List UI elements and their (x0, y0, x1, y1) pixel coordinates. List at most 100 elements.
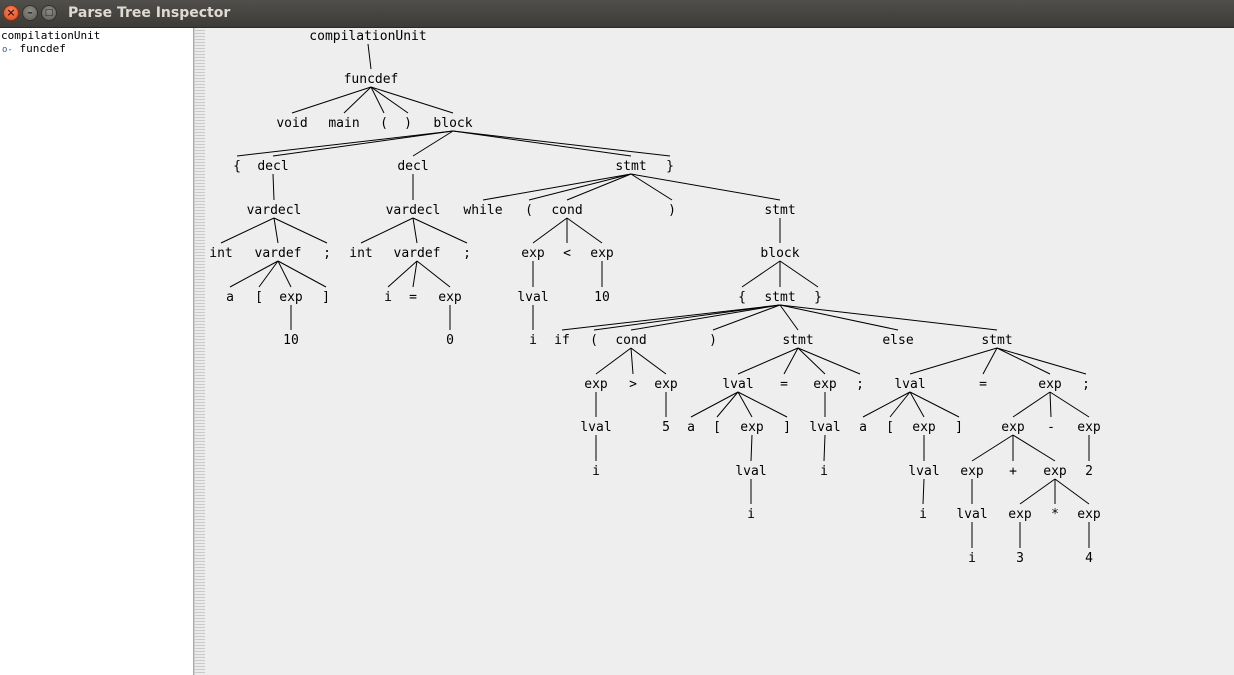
tree-edge (277, 260, 327, 288)
tree-node-label: [ (713, 420, 721, 435)
tree-edge (561, 304, 781, 331)
tree-edge (272, 173, 275, 201)
tree-node-label: compilationUnit (309, 29, 426, 44)
tree-edge (630, 347, 634, 375)
tree-node-label: stmt (764, 203, 795, 218)
tree-node-label: cond (551, 203, 582, 218)
tree-node-label: stmt (764, 290, 795, 305)
tree-edge (909, 391, 925, 418)
tree-edge (1054, 478, 1090, 505)
tree-edge (370, 86, 454, 114)
tree-edge (630, 173, 673, 201)
tree-node-label: cond (615, 333, 646, 348)
tree-edge (595, 347, 632, 375)
minimize-window-button[interactable]: – (22, 5, 38, 21)
tree-edge (630, 347, 667, 375)
maximize-window-button[interactable]: □ (41, 5, 57, 21)
tree-edge (273, 217, 328, 244)
tree-node-label: vardef (394, 246, 441, 261)
tree-node-label: ( (380, 116, 388, 131)
tree-edge (779, 304, 899, 331)
close-window-button[interactable]: × (3, 5, 19, 21)
tree-view-child-label: funcdef (19, 42, 66, 55)
tree-edge (343, 86, 372, 114)
tree-edge (277, 260, 292, 288)
tree-node-label: exp (438, 290, 462, 305)
tree-edge (823, 434, 826, 462)
tree-edge (291, 86, 372, 114)
tree-node-label: ] (783, 420, 791, 435)
tree-edge (272, 130, 454, 157)
tree-node-label: i (592, 464, 600, 479)
tree-node-label: i (747, 507, 755, 522)
close-icon: × (6, 6, 16, 19)
title-bar[interactable]: × – □ Parse Tree Inspector (0, 0, 1234, 28)
tree-edge (737, 391, 753, 418)
tree-node-label: exp (813, 377, 837, 392)
tree-node-label: i (820, 464, 828, 479)
tree-node-label: a (687, 420, 695, 435)
tree-node-label: exp (960, 464, 984, 479)
tree-edge (416, 260, 451, 288)
tree-edge (566, 173, 632, 201)
tree-edge (360, 217, 414, 244)
tree-node-label: 4 (1085, 551, 1093, 566)
tree-edge (889, 391, 911, 418)
tree-edge (220, 217, 275, 244)
tree-edge (367, 43, 372, 70)
tree-edge (737, 347, 799, 375)
tree-node-label: ( (590, 333, 598, 348)
tree-view-root-item[interactable]: compilationUnit (1, 29, 101, 42)
expand-toggle-icon[interactable]: o- (2, 45, 13, 55)
tree-edge (236, 130, 454, 157)
tree-edge (741, 260, 781, 288)
tree-edge (630, 173, 781, 201)
tree-edge (996, 347, 1087, 375)
tree-edge (712, 304, 781, 331)
tree-edge (452, 130, 632, 157)
tree-edge (630, 304, 781, 331)
tree-node-label: void (276, 116, 307, 131)
tree-node-label: ] (322, 290, 330, 305)
tree-node-label: exp (654, 377, 678, 392)
tree-node-label: i (968, 551, 976, 566)
tree-node-label: lval (517, 290, 548, 305)
tree-node-label: + (1009, 464, 1017, 479)
tree-node-label: [ (886, 420, 894, 435)
tree-node-label: exp (1008, 507, 1032, 522)
tree-edge (971, 434, 1014, 462)
tree-view-child-item[interactable]: o- funcdef (2, 42, 66, 55)
tree-edge (1049, 391, 1052, 418)
tree-node-label: < (563, 246, 571, 261)
tree-edge (532, 217, 568, 244)
tree-node-label: * (1051, 507, 1059, 522)
tree-edge (909, 391, 960, 418)
tree-node-label: ( (525, 203, 533, 218)
tree-node-label: funcdef (344, 72, 399, 87)
tree-node-label: lval (956, 507, 987, 522)
tree-edge (1049, 391, 1090, 418)
tree-view-panel[interactable]: compilationUnit o- funcdef (0, 28, 194, 675)
tree-node-label: lval (809, 420, 840, 435)
tree-node-label: if (554, 333, 570, 348)
tree-edge (370, 86, 385, 114)
tree-node-label: decl (397, 159, 428, 174)
tree-node-label: ; (463, 246, 471, 261)
tree-node-label: > (629, 377, 637, 392)
tree-node-label: 0 (446, 333, 454, 348)
tree-node-label: lval (894, 377, 925, 392)
tree-node-label: vardecl (386, 203, 441, 218)
tree-node-label: lval (722, 377, 753, 392)
tree-node-label: exp (1043, 464, 1067, 479)
tree-node-label: = (409, 290, 417, 305)
tree-node-label: i (919, 507, 927, 522)
tree-node-label: ) (668, 203, 676, 218)
tree-node-label: 2 (1085, 464, 1093, 479)
tree-node-label: exp (1077, 507, 1101, 522)
tree-edge (909, 347, 998, 375)
tree-node-label: else (882, 333, 913, 348)
tree-edge (779, 260, 819, 288)
tree-edge (452, 130, 671, 157)
tree-edge (482, 173, 632, 201)
